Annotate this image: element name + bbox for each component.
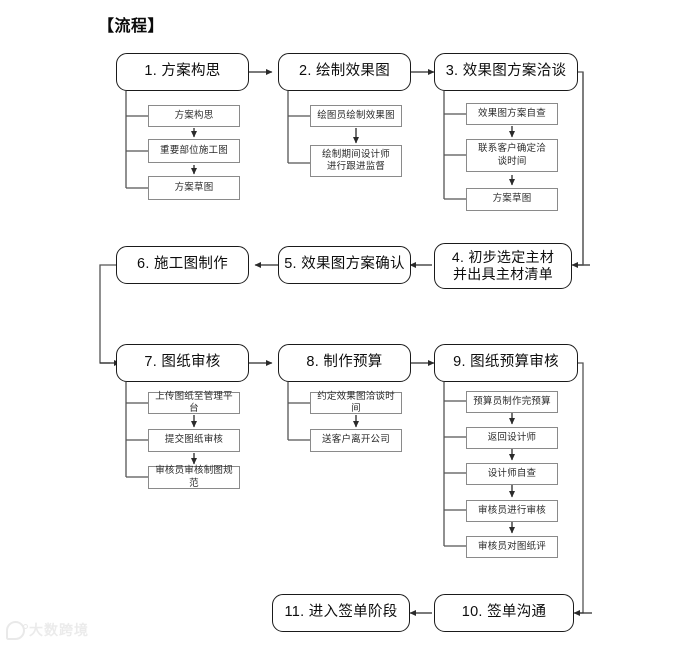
stage-box-9[interactable]: 9. 图纸预算审核	[434, 344, 578, 382]
substep-stage7-3[interactable]: 审核员审核制图规范	[148, 465, 240, 489]
stage-box-11[interactable]: 11. 进入签单阶段	[272, 594, 410, 632]
substep-stage7-2[interactable]: 提交图纸审核	[148, 429, 240, 452]
stage-box-8[interactable]: 8. 制作预算	[278, 344, 411, 382]
stage-box-5[interactable]: 5. 效果图方案确认	[278, 246, 411, 284]
stage-box-6[interactable]: 6. 施工图制作	[116, 246, 249, 284]
substep-stage3-1[interactable]: 效果图方案自查	[466, 103, 558, 125]
logo-icon	[6, 620, 28, 640]
page-title: 【流程】	[98, 18, 165, 35]
substep-stage2-1[interactable]: 绘图员绘制效果图	[310, 105, 402, 127]
substep-stage8-1[interactable]: 约定效果图洽谈时间	[310, 391, 402, 414]
watermark: 大数跨境	[6, 620, 89, 640]
stage-box-2[interactable]: 2. 绘制效果图	[278, 53, 411, 91]
stage-box-10[interactable]: 10. 签单沟通	[434, 594, 574, 632]
substep-stage3-3[interactable]: 方案草图	[466, 188, 558, 211]
watermark-text: 大数跨境	[29, 622, 89, 638]
substep-stage1-3[interactable]: 方案草图	[148, 176, 240, 200]
stage-box-7[interactable]: 7. 图纸审核	[116, 344, 249, 382]
substep-stage7-1[interactable]: 上传图纸至管理平台	[148, 391, 240, 414]
stage-box-3[interactable]: 3. 效果图方案洽谈	[434, 53, 578, 91]
substep-stage1-1[interactable]: 方案构思	[148, 105, 240, 127]
substep-stage9-2[interactable]: 返回设计师	[466, 427, 558, 449]
substep-stage1-2[interactable]: 重要部位施工图	[148, 139, 240, 163]
stage-box-4[interactable]: 4. 初步选定主材 并出具主材清单	[434, 243, 572, 289]
stage-box-1[interactable]: 1. 方案构思	[116, 53, 249, 91]
substep-stage9-3[interactable]: 设计师自查	[466, 463, 558, 485]
substep-stage9-5[interactable]: 审核员对图纸评	[466, 536, 558, 558]
substep-stage9-4[interactable]: 审核员进行审核	[466, 500, 558, 522]
substep-stage2-2[interactable]: 绘制期间设计师 进行跟进监督	[310, 145, 402, 177]
substep-stage8-2[interactable]: 送客户离开公司	[310, 429, 402, 452]
substep-stage3-2[interactable]: 联系客户确定洽 谈时间	[466, 139, 558, 172]
substep-stage9-1[interactable]: 预算员制作完预算	[466, 391, 558, 413]
